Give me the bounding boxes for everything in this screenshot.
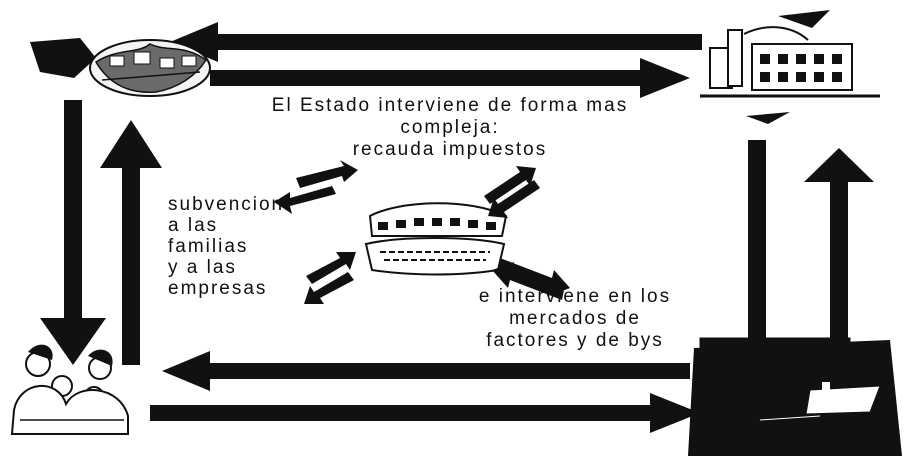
factory-icon (700, 10, 880, 124)
arrow-right-up (804, 148, 874, 350)
subsidies-line-1: subvencion (168, 194, 285, 215)
arrow-left-down (40, 100, 106, 365)
subsidies-label: subvencion a las familias y a las empres… (168, 194, 318, 299)
arrow-top-left (170, 22, 702, 62)
subsidies-line-3: familias (168, 236, 249, 257)
arrow-bottom-right (150, 393, 700, 433)
arrow-right-down (748, 140, 766, 355)
state-building-icon (364, 202, 508, 276)
family-icon (10, 344, 129, 435)
globe-buildings-icon (30, 38, 211, 97)
books-papers-icon (688, 337, 902, 456)
state-intervention-line-3: recauda impuestos (352, 139, 548, 160)
arrow-bottom-left (162, 351, 690, 391)
markets-line-1: e interviene en los (478, 286, 672, 307)
state-intervention-label: El Estado interviene de forma mas comple… (240, 95, 660, 161)
markets-line-3: factores y de bys (486, 330, 664, 351)
state-intervention-line-2: compleja: (400, 117, 500, 138)
subsidies-line-4: y a las (168, 257, 237, 278)
small-arrows-upper-left (274, 160, 358, 214)
arrow-left-up (100, 120, 162, 365)
subsidies-line-2: a las (168, 215, 219, 236)
small-arrows-upper-right (484, 166, 540, 218)
small-arrows-lower-right (492, 258, 570, 300)
subsidies-line-5: empresas (168, 278, 268, 299)
markets-label: e interviene en los mercados de factores… (460, 286, 690, 352)
state-intervention-line-1: El Estado interviene de forma mas (271, 95, 629, 116)
markets-line-2: mercados de (509, 308, 641, 329)
small-arrows-lower-left (304, 252, 356, 304)
arrow-top-right (210, 58, 690, 98)
